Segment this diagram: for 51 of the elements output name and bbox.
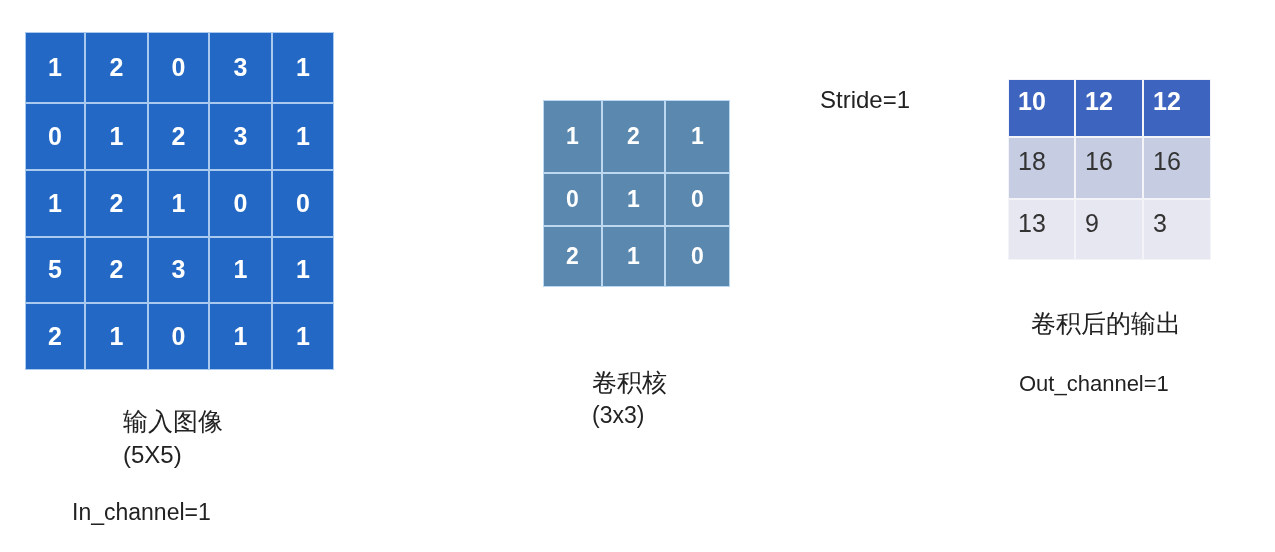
output-matrix-cell: 12	[1143, 79, 1211, 137]
input-matrix-cell: 1	[272, 103, 334, 170]
input-matrix-cell: 1	[85, 303, 148, 370]
input-matrix-cell: 2	[85, 32, 148, 103]
kernel-matrix-cell: 0	[665, 226, 730, 287]
stride-label: Stride=1	[820, 87, 911, 113]
input-matrix-cell: 5	[25, 237, 85, 303]
input-matrix-cell: 0	[209, 170, 272, 237]
input-matrix-cell: 2	[85, 237, 148, 303]
size-label: (5X5)	[123, 442, 182, 468]
output-matrix-cell: 12	[1075, 79, 1143, 137]
input-matrix-cell: 0	[272, 170, 334, 237]
output-matrix-cell: 10	[1008, 79, 1075, 137]
kernel-matrix-cell: 0	[665, 173, 730, 226]
input-matrix-cell: 1	[209, 237, 272, 303]
input-matrix-cell: 2	[85, 170, 148, 237]
output-matrix-cell: 3	[1143, 199, 1211, 260]
kernel-matrix-cell: 1	[665, 100, 730, 173]
input-matrix-cell: 2	[148, 103, 209, 170]
input-matrix-cell: 1	[272, 32, 334, 103]
kernel-matrix-cell: 1	[543, 100, 602, 173]
input-matrix-cell: 3	[209, 32, 272, 103]
input-matrix-cell: 0	[148, 303, 209, 370]
input-matrix-cell: 1	[148, 170, 209, 237]
input-matrix-cell: 1	[272, 303, 334, 370]
input-matrix-cell: 0	[148, 32, 209, 103]
output-matrix-cell: 13	[1008, 199, 1075, 260]
input-matrix-cell: 3	[209, 103, 272, 170]
input-matrix-cell: 3	[148, 237, 209, 303]
input-matrix-cell: 1	[272, 237, 334, 303]
kernel-matrix-cell: 2	[543, 226, 602, 287]
output-matrix-cell: 16	[1143, 137, 1211, 199]
input-matrix-cell: 1	[85, 103, 148, 170]
size-label: (3x3)	[592, 403, 645, 428]
input-matrix-cell: 1	[25, 32, 85, 103]
channel-label: Out_channel=1	[1019, 372, 1169, 396]
kernel-matrix-cell: 2	[602, 100, 665, 173]
output-matrix-cell: 16	[1075, 137, 1143, 199]
kernel-matrix-cell: 1	[602, 226, 665, 287]
input-matrix-cell: 2	[25, 303, 85, 370]
output-matrix-cell: 9	[1075, 199, 1143, 260]
caption: 卷积核	[592, 370, 667, 397]
kernel-matrix-cell: 1	[602, 173, 665, 226]
caption: 卷积后的输出	[1031, 311, 1181, 338]
input-matrix-cell: 1	[209, 303, 272, 370]
input-matrix-cell: 0	[25, 103, 85, 170]
kernel-matrix-cell: 0	[543, 173, 602, 226]
output-matrix-cell: 18	[1008, 137, 1075, 199]
channel-label: In_channel=1	[72, 500, 211, 525]
input-matrix-cell: 1	[25, 170, 85, 237]
caption: 输入图像	[123, 409, 223, 436]
